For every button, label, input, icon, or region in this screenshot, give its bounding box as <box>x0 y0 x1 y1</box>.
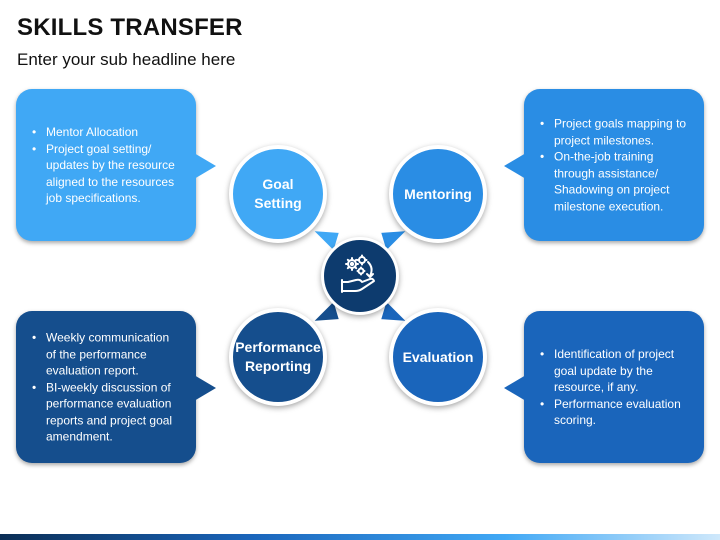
list-item: Mentor Allocation <box>30 124 180 141</box>
mentoring-card: Project goals mapping to project milesto… <box>504 89 704 241</box>
page-subtitle: Enter your sub headline here <box>17 50 236 69</box>
list-item: Project goal setting/ updates by the res… <box>30 140 180 206</box>
list-item: BI-weekly discussion of performance eval… <box>30 379 180 445</box>
mentoring-list: Project goals mapping to project milesto… <box>538 116 698 215</box>
hand-gears-icon <box>341 254 375 293</box>
evaluation-card: Identification of project goal update by… <box>504 311 704 463</box>
footer-bar <box>0 534 720 540</box>
page-title: SKILLS TRANSFER <box>17 14 243 41</box>
mentoring-node: Mentoring <box>389 145 487 243</box>
list-item: On-the-job training through assistance/ … <box>538 149 688 215</box>
evaluation-node: Evaluation <box>389 308 487 406</box>
node-label: Performance <box>235 339 321 355</box>
node-label: Evaluation <box>402 348 474 365</box>
center-node <box>321 237 399 315</box>
node-label: Reporting <box>244 358 312 374</box>
list-item: Weekly communication of the performance … <box>30 329 180 379</box>
performance-reporting-list: Weekly communication of the performance … <box>30 329 190 445</box>
node-label: Mentoring <box>404 185 472 202</box>
goal-setting-list: Mentor Allocation Project goal setting/ … <box>30 124 190 207</box>
node-label: Goal <box>262 176 294 192</box>
list-item: Performance evaluation scoring. <box>538 395 688 428</box>
evaluation-list: Identification of project goal update by… <box>538 346 698 429</box>
list-item: Project goals mapping to project milesto… <box>538 116 688 149</box>
performance-reporting-node: Performance Reporting <box>229 308 327 406</box>
goal-setting-node: Goal Setting <box>229 145 327 243</box>
performance-reporting-card: Weekly communication of the performance … <box>16 311 216 463</box>
goal-setting-card: Mentor Allocation Project goal setting/ … <box>16 89 216 241</box>
node-label: Setting <box>254 195 302 211</box>
list-item: Identification of project goal update by… <box>538 346 688 396</box>
